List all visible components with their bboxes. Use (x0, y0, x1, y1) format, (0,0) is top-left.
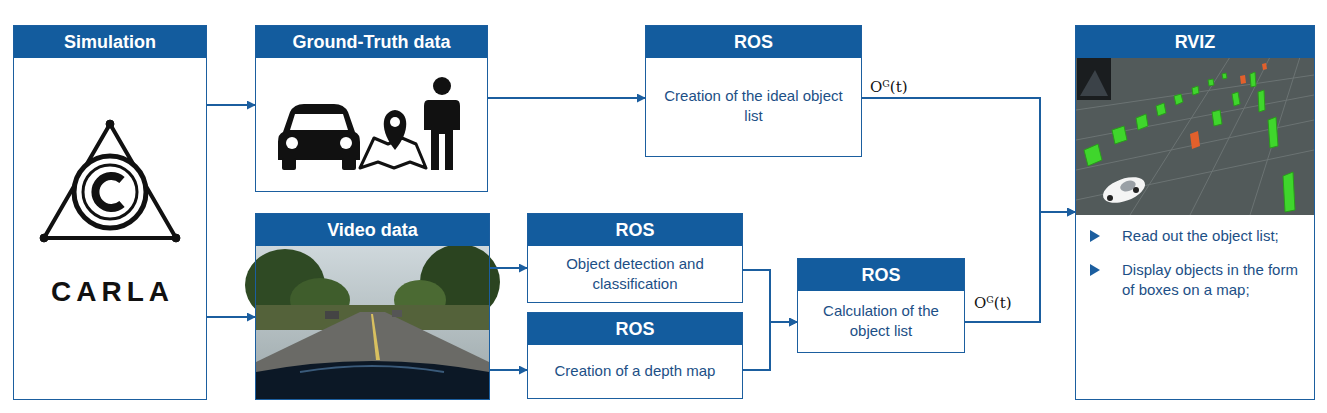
box-body: Read out the object list; Display objects… (1076, 58, 1314, 322)
carla-logo (40, 120, 180, 242)
panel-header: Simulation (14, 26, 206, 58)
bullet-text: Display objects in the form of boxes on … (1122, 260, 1306, 300)
process-box: ROS Calculation of the object list (797, 258, 965, 353)
panel-header: ROS (646, 26, 861, 58)
box-body: Object detection and classification (528, 246, 742, 302)
process-text: Object detection and classification (540, 254, 730, 294)
bullet-symbol (1090, 230, 1100, 242)
process-text: Creation of the ideal object list (658, 86, 849, 126)
process-box: ROS Creation of a depth map (527, 312, 743, 399)
map-pin-icon (360, 110, 426, 168)
logo-text: CARLA (46, 276, 174, 308)
box-body: CARLA (14, 58, 206, 308)
signal-label: Oᴳ(t) (972, 294, 1014, 312)
panel-header: Video data (256, 214, 489, 246)
bullet-item: Display objects in the form of boxes on … (1090, 260, 1306, 300)
person-icon (424, 77, 460, 170)
video-frame (245, 244, 500, 399)
panel-header: ROS (528, 313, 742, 345)
box-body: Creation of a depth map (528, 345, 742, 396)
car-icon (278, 104, 360, 170)
connector-arrow (965, 212, 1075, 322)
process-text: Creation of a depth map (555, 361, 716, 381)
process-box: ROS Object detection and classification (527, 213, 743, 303)
connector-arrow (743, 322, 797, 370)
bullet-symbol (1090, 264, 1100, 276)
process-text: Calculation of the object list (810, 301, 952, 341)
connector-arrow (207, 104, 255, 106)
process-box: ROS Creation of the ideal object list (645, 25, 862, 157)
connector-arrow (743, 270, 797, 322)
rviz-scene (1076, 57, 1314, 215)
connector-arrow (207, 316, 255, 318)
connector-arrow (862, 98, 1075, 212)
connector-arrow (490, 369, 527, 371)
output-panel: RVIZ Read out the object list; Display obj… (1075, 25, 1315, 400)
signal-label: Oᴳ(t) (868, 78, 910, 96)
panel-header: ROS (528, 214, 742, 246)
simulation-panel: SimulationCARLA (13, 25, 207, 400)
connector-arrow (490, 267, 527, 269)
box-body: Creation of the ideal object list (646, 58, 861, 154)
box-body: Calculation of the object list (798, 291, 964, 350)
ego-car (1100, 172, 1149, 208)
panel-header: ROS (798, 259, 964, 291)
bullet-item: Read out the object list; (1090, 226, 1306, 246)
data-panel: Video data (255, 213, 490, 400)
connector-arrow (488, 97, 645, 99)
data-panel: Ground-Truth data (255, 25, 488, 192)
panel-header: Ground-Truth data (256, 26, 487, 58)
bullet-text: Read out the object list; (1122, 226, 1279, 246)
panel-header: RVIZ (1076, 26, 1314, 58)
